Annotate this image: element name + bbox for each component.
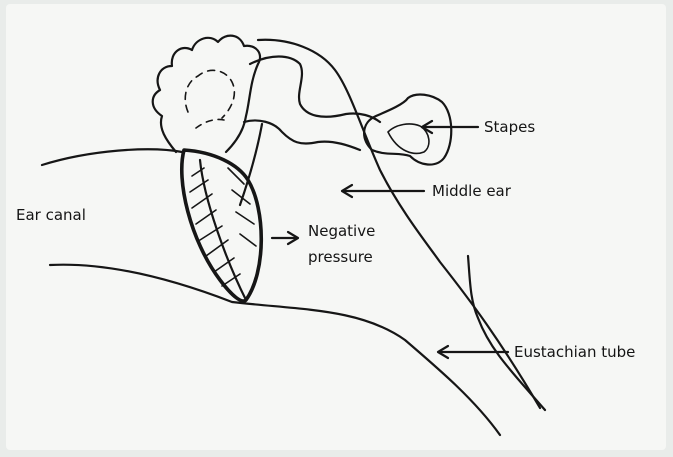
arrow-middle-ear (342, 185, 424, 197)
label-stapes: Stapes (484, 118, 535, 136)
label-eustachian-tube: Eustachian tube (514, 343, 635, 361)
label-pressure: pressure (308, 248, 373, 266)
ossicles-inner-detail-2 (196, 119, 224, 128)
stapes-shape (364, 95, 451, 165)
label-ear-canal: Ear canal (16, 206, 86, 224)
eustachian-tube-wall (468, 256, 545, 410)
arrow-negative-pressure (272, 232, 298, 244)
ossicles-outline (153, 36, 260, 152)
ossicles-inner-detail (185, 70, 234, 118)
label-negative: Negative (308, 222, 375, 240)
incus-arm (250, 57, 380, 123)
arrow-eustachian-tube (438, 346, 508, 358)
ear-canal-upper-wall (42, 149, 182, 165)
ear-canal-lower-wall (50, 265, 500, 435)
label-middle-ear: Middle ear (432, 182, 512, 200)
malleus-handle (240, 124, 262, 205)
